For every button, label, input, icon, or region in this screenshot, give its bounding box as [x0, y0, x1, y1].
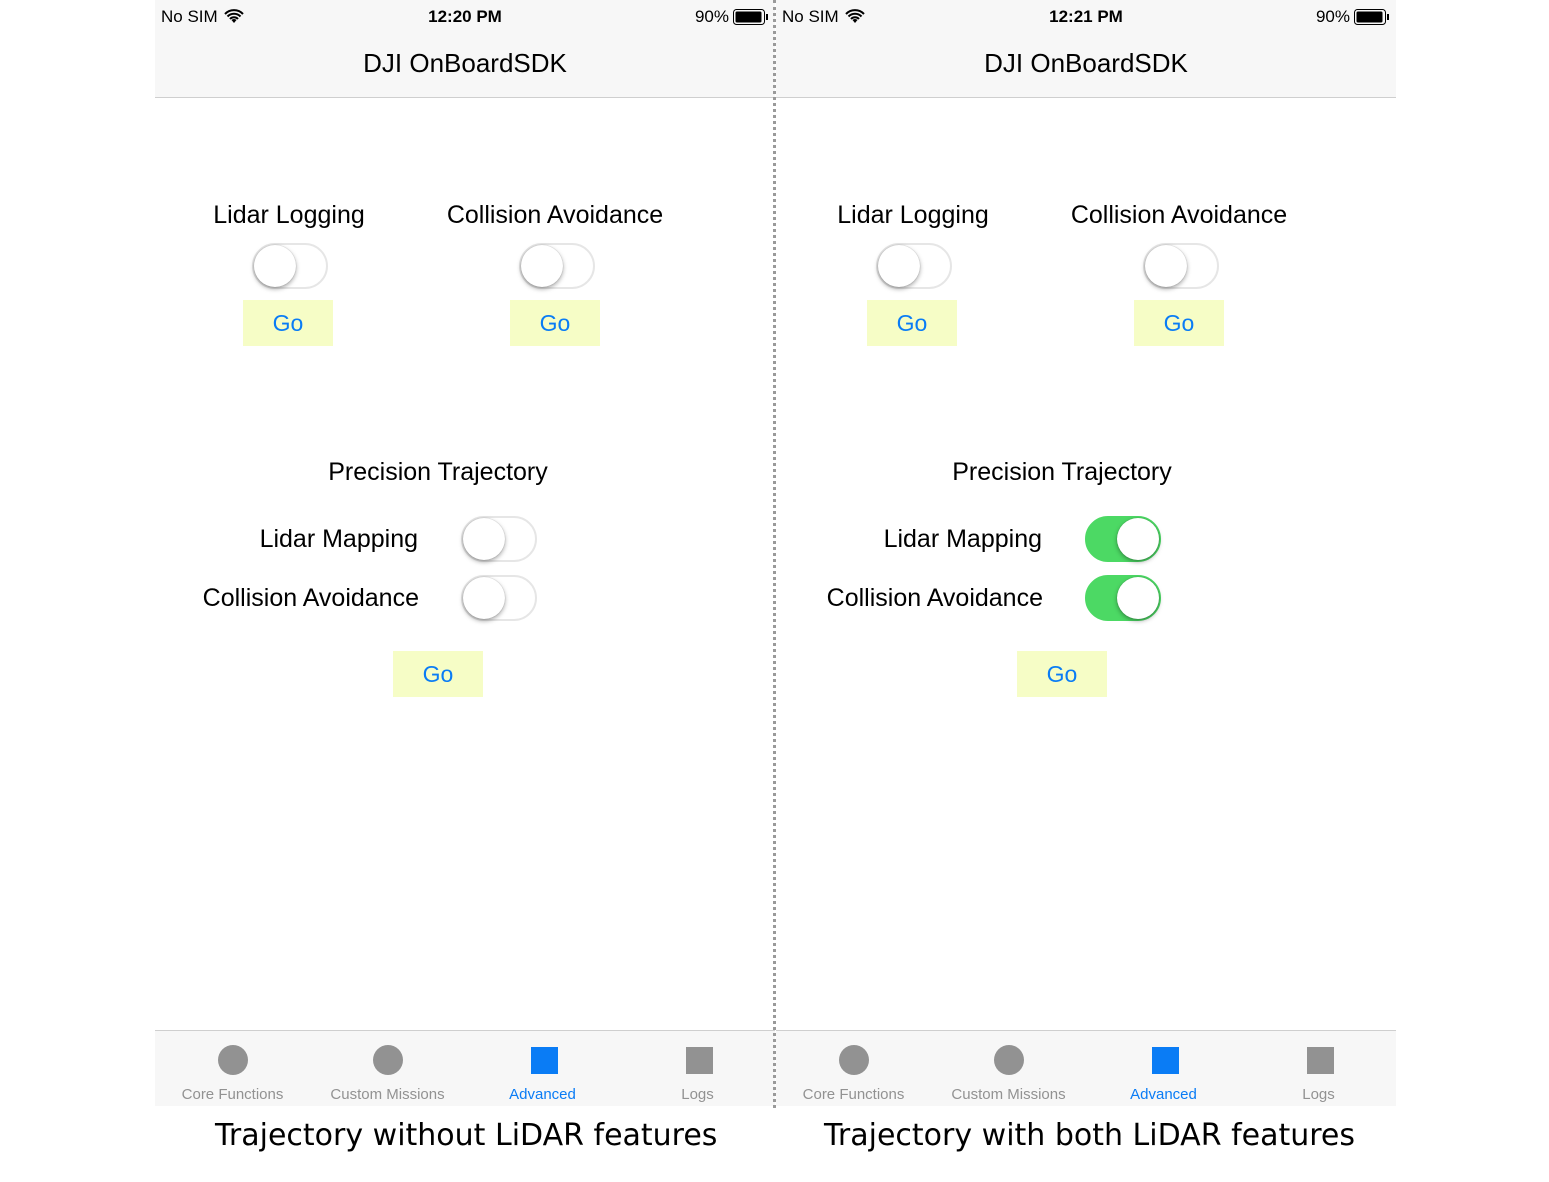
carrier-text: No SIM [782, 7, 839, 26]
wifi-icon [223, 9, 244, 23]
tab-logs[interactable]: Logs [1241, 1031, 1396, 1106]
lidar-logging-label: Lidar Logging [837, 201, 989, 229]
square-icon [1152, 1047, 1179, 1074]
tab-label: Core Functions [181, 1086, 284, 1103]
tab-label: Advanced [1130, 1086, 1197, 1103]
battery-icon [1354, 9, 1389, 25]
switch-knob [463, 577, 505, 619]
precision-trajectory-title: Precision Trajectory [328, 458, 548, 486]
nav-title: DJI OnBoardSDK [984, 48, 1188, 78]
dotted-divider [773, 0, 776, 1108]
tab-label: Core Functions [802, 1086, 905, 1103]
navigation-bar: DJI OnBoardSDK [776, 32, 1396, 98]
switch-knob [1145, 245, 1187, 287]
lidar-mapping-label: Lidar Mapping [883, 525, 1042, 553]
switch-knob [254, 245, 296, 287]
collision-avoidance-go-button[interactable]: Go [510, 300, 600, 346]
collision-avoidance-label: Collision Avoidance [1070, 201, 1288, 229]
battery-percent: 90% [694, 7, 729, 26]
tab-label: Custom Missions [330, 1086, 445, 1103]
square-icon [686, 1047, 713, 1074]
battery-icon [733, 9, 768, 25]
tab-advanced[interactable]: Advanced [1086, 1031, 1241, 1106]
nav-title: DJI OnBoardSDK [363, 48, 567, 78]
lidar-logging-switch[interactable] [876, 243, 952, 289]
switch-knob [1117, 577, 1159, 619]
navigation-bar: DJI OnBoardSDK [155, 32, 775, 98]
circle-icon [218, 1045, 248, 1075]
status-time: 12:20 PM [428, 7, 502, 26]
trajectory-collision-avoidance-label: Collision Avoidance [826, 584, 1043, 612]
circle-icon [839, 1045, 869, 1075]
tab-core-functions[interactable]: Core Functions [776, 1031, 931, 1106]
tab-custom-missions[interactable]: Custom Missions [310, 1031, 465, 1106]
lidar-logging-go-button[interactable]: Go [867, 300, 957, 346]
tab-custom-missions[interactable]: Custom Missions [931, 1031, 1086, 1106]
tab-bar: Core Functions Custom Missions Advanced … [155, 1030, 775, 1106]
lidar-mapping-switch[interactable] [461, 516, 537, 562]
status-bar: No SIM 12:21 PM 90% [776, 0, 1396, 32]
lidar-logging-switch[interactable] [252, 243, 328, 289]
screenshot-right: No SIM 12:21 PM 90% DJI OnBoardSDK Lidar… [776, 0, 1396, 1106]
battery-percent: 90% [1315, 7, 1350, 26]
caption-right: Trajectory with both LiDAR features [824, 1118, 1356, 1153]
wifi-icon [844, 9, 865, 23]
precision-trajectory-go-button[interactable]: Go [1017, 651, 1107, 697]
collision-avoidance-label: Collision Avoidance [446, 201, 664, 229]
lidar-mapping-switch[interactable] [1085, 516, 1161, 562]
lidar-logging-go-button[interactable]: Go [243, 300, 333, 346]
tab-advanced[interactable]: Advanced [465, 1031, 620, 1106]
lidar-mapping-label: Lidar Mapping [259, 525, 418, 553]
lidar-logging-label: Lidar Logging [213, 201, 365, 229]
tab-label: Advanced [509, 1086, 576, 1103]
status-time: 12:21 PM [1049, 7, 1123, 26]
switch-knob [521, 245, 563, 287]
screenshot-left: No SIM 12:20 PM 90% DJI OnBoardSDK Lidar… [155, 0, 775, 1106]
tab-label: Logs [1302, 1086, 1335, 1103]
tab-label: Logs [681, 1086, 714, 1103]
tab-logs[interactable]: Logs [620, 1031, 775, 1106]
trajectory-collision-avoidance-switch[interactable] [1085, 575, 1161, 621]
switch-knob [878, 245, 920, 287]
collision-avoidance-switch[interactable] [519, 243, 595, 289]
collision-avoidance-go-button[interactable]: Go [1134, 300, 1224, 346]
circle-icon [373, 1045, 403, 1075]
square-icon [531, 1047, 558, 1074]
circle-icon [994, 1045, 1024, 1075]
carrier-text: No SIM [161, 7, 218, 26]
caption-left: Trajectory without LiDAR features [215, 1118, 718, 1153]
collision-avoidance-switch[interactable] [1143, 243, 1219, 289]
trajectory-collision-avoidance-label: Collision Avoidance [202, 584, 419, 612]
switch-knob [463, 518, 505, 560]
precision-trajectory-title: Precision Trajectory [952, 458, 1172, 486]
precision-trajectory-go-button[interactable]: Go [393, 651, 483, 697]
tab-core-functions[interactable]: Core Functions [155, 1031, 310, 1106]
switch-knob [1117, 518, 1159, 560]
trajectory-collision-avoidance-switch[interactable] [461, 575, 537, 621]
status-bar: No SIM 12:20 PM 90% [155, 0, 775, 32]
square-icon [1307, 1047, 1334, 1074]
tab-label: Custom Missions [951, 1086, 1066, 1103]
tab-bar: Core Functions Custom Missions Advanced … [776, 1030, 1396, 1106]
